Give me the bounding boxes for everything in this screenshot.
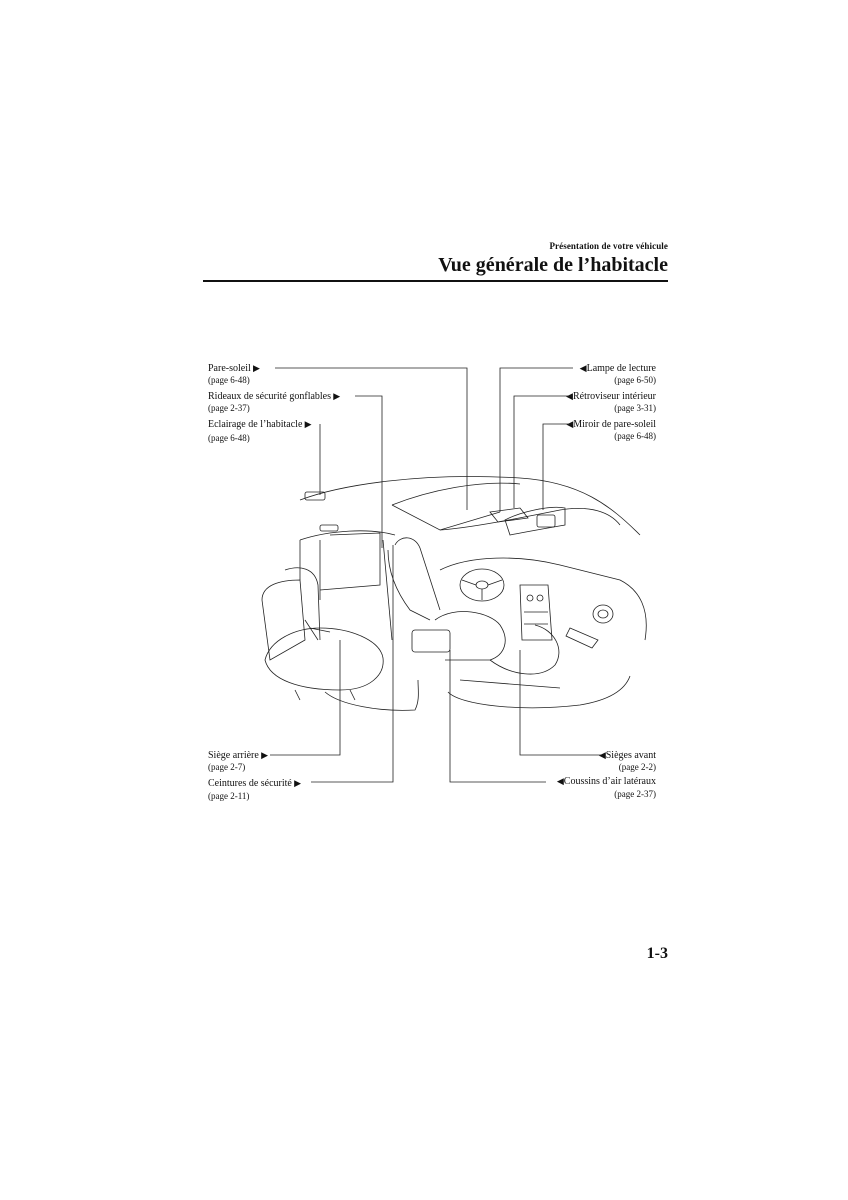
header-rule (203, 280, 668, 282)
callout-vanity-mirror-ref: (page 6-48) (614, 431, 656, 441)
callout-cabin-lighting-label: Eclairage de l’habitacle (208, 418, 312, 431)
callout-sun-visor-ref: (page 6-48) (208, 375, 250, 385)
callout-sun-visor-label: Pare-soleil (208, 362, 260, 375)
callout-reading-lamp-ref: (page 6-50) (614, 375, 656, 385)
leader-lines (270, 367, 601, 783)
callout-curtain-airbags-label: Rideaux de sécurité gonflables (208, 390, 340, 403)
callout-rear-seat-ref: (page 2-7) (208, 762, 246, 772)
callout-seat-belts-ref: (page 2-11) (208, 791, 250, 801)
page-title: Vue générale de l’habitacle (438, 254, 668, 276)
callout-vanity-mirror-label: Miroir de pare-soleil (566, 418, 656, 431)
callout-front-seats-ref: (page 2-2) (618, 762, 656, 772)
callout-curtain-airbags-ref: (page 2-37) (208, 403, 250, 413)
callout-seat-belts-label: Ceintures de sécurité (208, 777, 301, 790)
callout-reading-lamp-label: Lampe de lecture (580, 362, 656, 375)
callout-rearview-mirror-label: Rétroviseur intérieur (566, 390, 656, 403)
callout-front-seats-label: Sièges avant (599, 749, 656, 762)
callout-cabin-lighting-ref: (page 6-48) (208, 433, 250, 443)
callout-rear-seat-label: Siège arrière (208, 749, 268, 762)
callout-rearview-mirror-ref: (page 3-31) (614, 403, 656, 413)
page-number: 1-3 (646, 945, 668, 962)
section-title: Présentation de votre véhicule (549, 241, 668, 251)
callout-side-airbags-label: Coussins d’air latéraux (557, 775, 656, 788)
callout-side-airbags-ref: (page 2-37) (614, 789, 656, 799)
